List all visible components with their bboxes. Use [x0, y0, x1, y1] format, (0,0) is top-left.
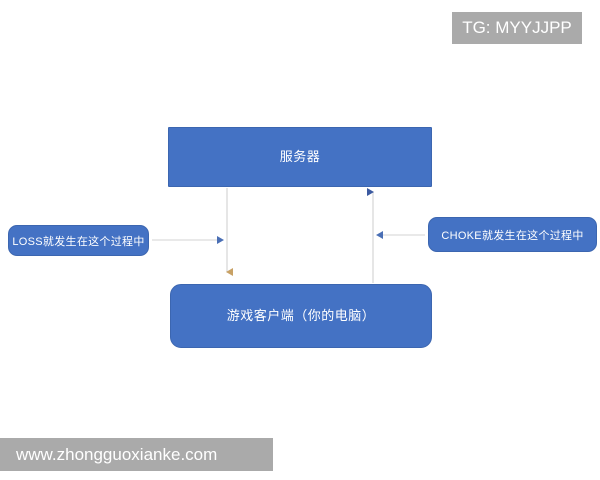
callout-loss[interactable]: LOSS就发生在这个过程中: [8, 225, 149, 256]
node-client-label: 游戏客户端（你的电脑）: [226, 307, 376, 323]
callout-loss-label: LOSS就发生在这个过程中: [12, 235, 145, 248]
node-server-label: 服务器: [279, 148, 321, 164]
callout-choke[interactable]: CHOKE就发生在这个过程中: [428, 217, 597, 252]
watermark-telegram: TG: MYYJJPP: [452, 12, 582, 44]
watermark-website: www.zhongguoxianke.com: [0, 438, 273, 471]
node-server[interactable]: 服务器: [168, 127, 432, 187]
watermark-website-text: www.zhongguoxianke.com: [16, 444, 218, 464]
node-client[interactable]: 游戏客户端（你的电脑）: [170, 284, 432, 348]
callout-choke-label: CHOKE就发生在这个过程中: [441, 229, 584, 242]
watermark-telegram-text: TG: MYYJJPP: [462, 18, 572, 37]
